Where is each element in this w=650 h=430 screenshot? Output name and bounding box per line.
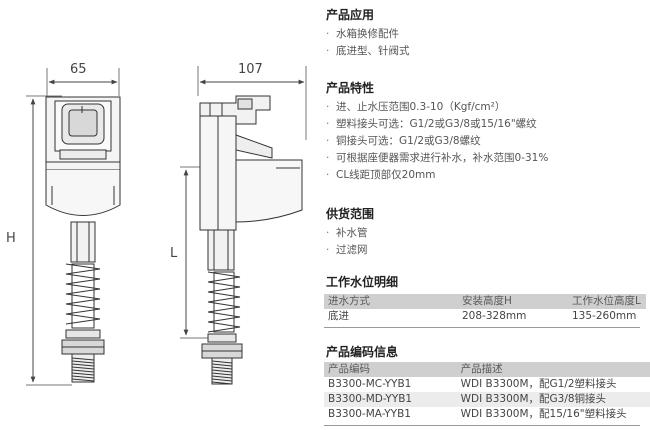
thread-line (211, 360, 233, 364)
features-item: ·可根据座便器需求进行补水，补水范围0-31% (326, 152, 549, 164)
table-header-cell: 工作水位高度L (568, 294, 646, 309)
features-item: ·CL线距顶部仅20mm (326, 169, 436, 181)
table-header-cell: 产品描述 (456, 362, 650, 377)
supply-title: 供货范围 (326, 207, 375, 221)
table-row: B3300-MA-YYB1 WDI B3300M，配15/16"塑料接头 (324, 407, 650, 422)
spring-coil (207, 271, 241, 333)
table-cell: B3300-MD-YYB1 (324, 392, 457, 407)
codes-title: 产品编码信息 (326, 345, 399, 359)
supply-item: ·过滤网 (326, 244, 368, 256)
thread-line (71, 363, 95, 367)
features-title: 产品特性 (326, 81, 375, 95)
inner-tube (71, 263, 95, 329)
thread-line (211, 381, 233, 385)
table-cell: WDI B3300M，配15/16"塑料接头 (460, 408, 627, 420)
thread-line (211, 375, 233, 379)
water-level-table: 进水方式 安装高度H 工作水位高度L 底进 208-328mm 135-260m… (324, 294, 646, 324)
table-row: B3300-MC-YYB1 WDI B3300M，配G1/2塑料接头 (324, 377, 650, 392)
applications-item: ·底进型、针阀式 (326, 45, 410, 57)
front-view-drawing (26, 68, 121, 386)
technical-drawing (26, 66, 307, 386)
side-view-drawing (180, 66, 307, 385)
dimension-width-side: 107 (238, 62, 263, 77)
table-cell: B3300-MA-YYB1 (328, 408, 411, 420)
applications-title: 产品应用 (326, 8, 375, 22)
thread-line (71, 378, 95, 382)
thread-line (211, 369, 233, 373)
thread-line (71, 375, 95, 379)
table-row: B3300-MD-YYB1 WDI B3300M，配G3/8铜接头 (324, 392, 650, 407)
water-level-title: 工作水位明细 (326, 275, 399, 289)
dimension-width-front: 65 (70, 62, 87, 77)
dimension-length: L (170, 246, 178, 261)
table-cell: 底进 (328, 310, 349, 322)
table-divider (324, 327, 640, 328)
thread-line (71, 372, 95, 376)
table-cell: 135-260mm (572, 310, 637, 322)
thread-line (211, 372, 233, 376)
thread-line (71, 357, 95, 361)
inner-tube (213, 271, 235, 333)
supply-item: ·补水管 (326, 227, 368, 239)
thread-line (71, 360, 95, 364)
features-item: ·进、止水压范围0.3-10（Kgf/cm²） (326, 101, 506, 113)
thread-line (211, 366, 233, 370)
codes-table: 产品编码 产品描述 B3300-MC-YYB1 WDI B3300M，配G1/2… (324, 362, 650, 422)
table-header-cell: 进水方式 (324, 294, 458, 309)
thread-line (211, 378, 233, 382)
table-header-cell: 产品编码 (324, 362, 457, 377)
features-item: ·铜接头可选：G1/2或G3/8螺纹 (326, 135, 481, 147)
spring-coil (65, 263, 101, 325)
thread-line (211, 363, 233, 367)
dimension-height: H (6, 231, 16, 246)
table-header-row: 产品编码 产品描述 (324, 362, 650, 377)
table-cell: WDI B3300M，配G3/8铜接头 (456, 392, 650, 407)
table-header-row: 进水方式 安装高度H 工作水位高度L (324, 294, 646, 309)
table-cell: 208-328mm (462, 310, 527, 322)
thread-line (71, 366, 95, 370)
table-cell: WDI B3300M，配G1/2塑料接头 (460, 378, 617, 390)
thread-line (71, 369, 95, 373)
applications-item: ·水箱换修配件 (326, 28, 399, 40)
table-divider (324, 425, 640, 426)
table-header-cell: 安装高度H (458, 294, 568, 309)
features-item: ·塑料接头可选：G1/2或G3/8或15/16"螺纹 (326, 118, 537, 130)
table-cell: B3300-MC-YYB1 (328, 378, 412, 390)
table-row: 底进 208-328mm 135-260mm (324, 309, 646, 324)
